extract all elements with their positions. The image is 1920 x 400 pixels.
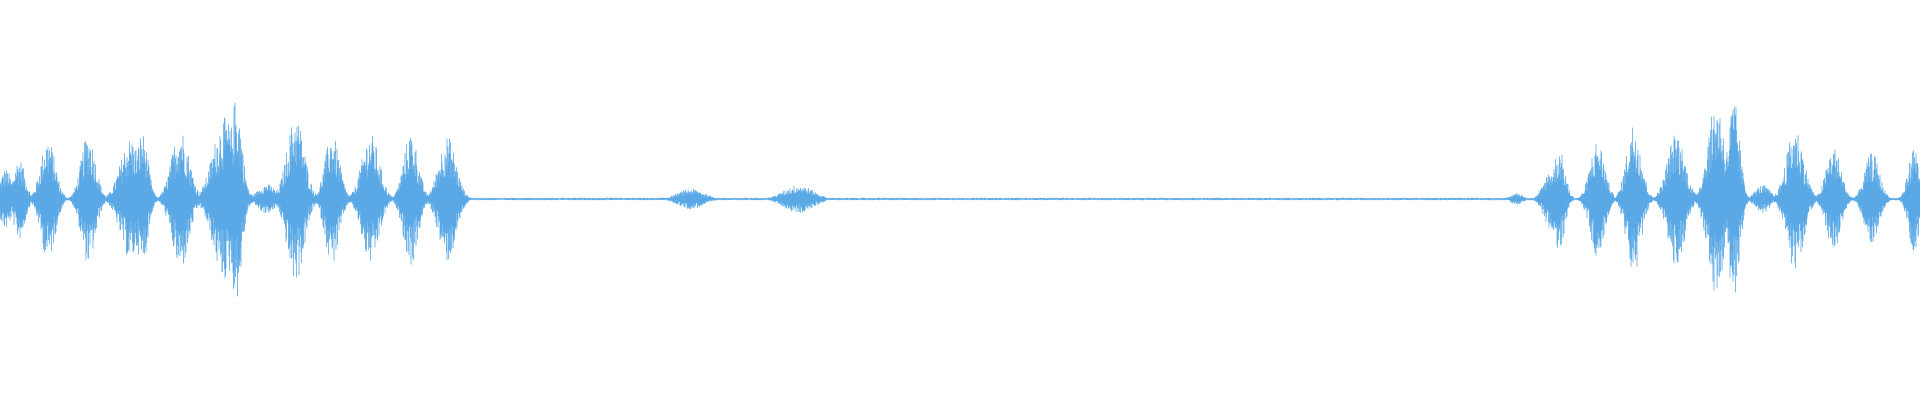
waveform-trace (0, 103, 1920, 297)
waveform-samples (0, 103, 1920, 297)
